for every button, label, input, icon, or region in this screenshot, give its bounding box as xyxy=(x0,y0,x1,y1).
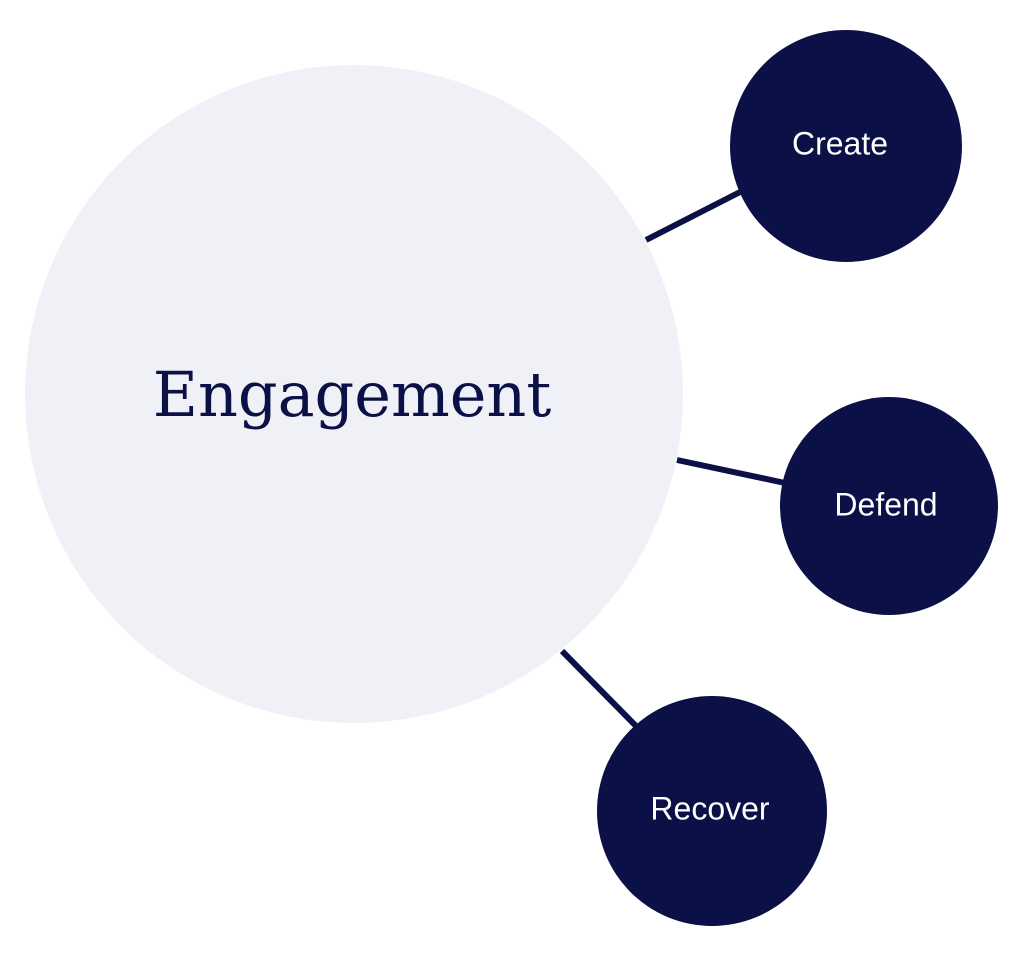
node-create-circle xyxy=(730,30,962,262)
hub-label: Engagement xyxy=(153,358,552,431)
connector-recover xyxy=(559,648,640,730)
node-defend-circle xyxy=(780,397,998,615)
connector-defend xyxy=(676,457,786,486)
node-recover-circle xyxy=(597,696,827,926)
node-defend: Defend xyxy=(780,397,998,615)
node-create-label: Create xyxy=(792,125,888,161)
node-defend-label: Defend xyxy=(834,486,937,522)
hub-node: Engagement xyxy=(25,65,683,723)
node-recover-label: Recover xyxy=(650,790,770,826)
hub-circle xyxy=(25,65,683,723)
node-create: Create xyxy=(730,30,962,262)
node-recover: Recover xyxy=(597,696,827,926)
connector-create xyxy=(644,188,744,243)
